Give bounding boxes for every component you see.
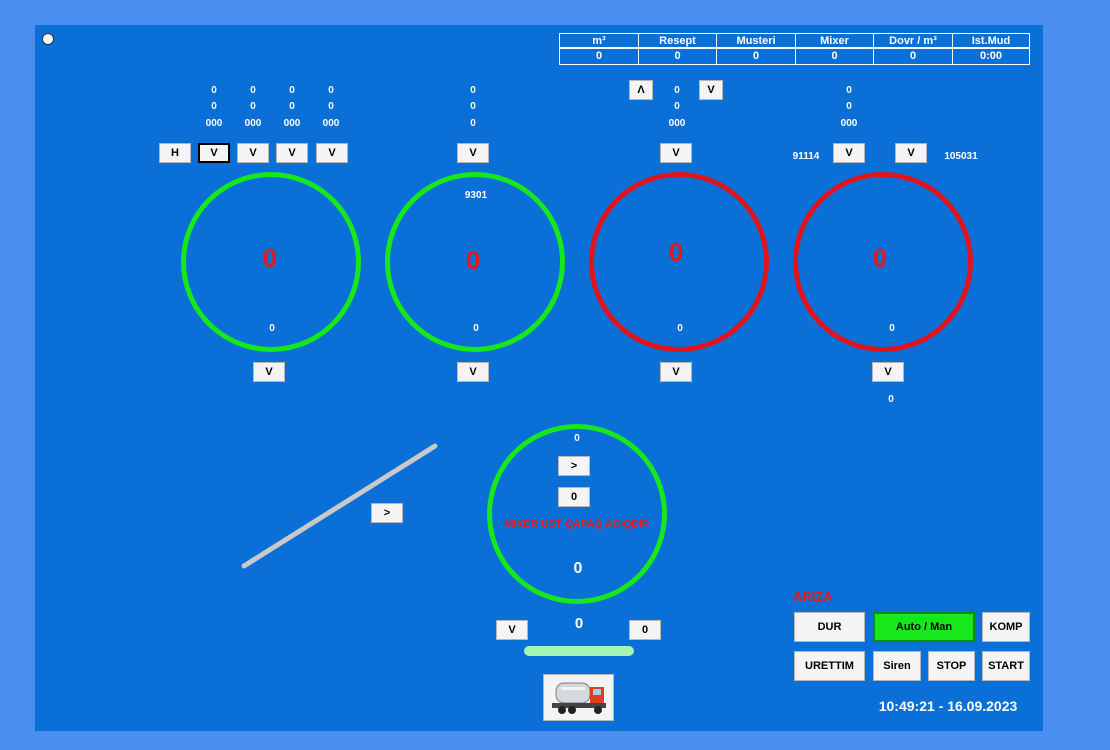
bin1-gate3-button[interactable]: V	[276, 143, 308, 163]
bin3-weight-value: 0	[668, 237, 684, 267]
bin4-gate2-button[interactable]: V	[895, 143, 927, 163]
bin1-col3-v3: 000	[283, 118, 301, 129]
mixer-discharge-bar	[524, 646, 634, 656]
siren-button[interactable]: Siren	[873, 651, 921, 681]
conveyor-belt	[241, 443, 438, 569]
header-val-m3: 0	[560, 49, 639, 64]
auto-man-toggle[interactable]: Auto / Man	[873, 612, 975, 642]
bin1-col2-v3: 000	[244, 118, 262, 129]
mixer-count-button[interactable]: 0	[558, 487, 590, 507]
header-col-mixer: Mixer	[796, 34, 874, 49]
mixer-discharge-button[interactable]: V	[496, 620, 528, 640]
bin3-stat2: 0	[674, 101, 680, 112]
header-val-mixer: 0	[796, 49, 874, 64]
bin4-weight-value: 0	[872, 243, 888, 273]
bin1-gate4-button[interactable]: V	[316, 143, 348, 163]
bin1-col2-v2: 0	[250, 101, 256, 112]
mixer-arrow-button[interactable]: >	[558, 456, 590, 476]
header-col-resept: Resept	[639, 34, 717, 49]
bin2-weight-target: 9301	[464, 190, 488, 201]
bin4-stat2: 0	[846, 101, 852, 112]
bin1-weight-value: 0	[262, 243, 278, 273]
urettim-button[interactable]: URETTIM	[794, 651, 865, 681]
bin2-weight-value: 0	[465, 245, 481, 275]
bin1-col3-v2: 0	[289, 101, 295, 112]
mixer-top-value: 0	[574, 433, 580, 444]
bin3-bottom-value: 0	[677, 323, 683, 334]
bin4-right-count: 105031	[944, 151, 978, 162]
bin2-scale-ring	[385, 172, 565, 352]
bin4-gate-button[interactable]: V	[833, 143, 865, 163]
bin2-stat3: 0	[470, 118, 476, 129]
bin3-discharge-button[interactable]: V	[660, 362, 692, 382]
bin4-stat1: 0	[846, 85, 852, 96]
bin1-col2-v1: 0	[250, 85, 256, 96]
bin1-col1-v3: 000	[205, 118, 223, 129]
bin4-discharge-button[interactable]: V	[872, 362, 904, 382]
bin4-bottom-value: 0	[889, 323, 895, 334]
bin1-gate2-button[interactable]: V	[237, 143, 269, 163]
komp-button[interactable]: KOMP	[982, 612, 1030, 642]
bin1-col1-v2: 0	[211, 101, 217, 112]
mixer-warning-text: MIXER UST QAPAQ ACIQDIR	[504, 518, 650, 530]
bin2-stat1: 0	[470, 85, 476, 96]
bin3-stat3: 000	[668, 118, 686, 129]
bin4-scale-ring	[793, 172, 973, 352]
header-val-musteri: 0	[717, 49, 796, 64]
bin3-up-button[interactable]: Λ	[629, 80, 653, 100]
start-button[interactable]: START	[982, 651, 1030, 681]
mixer-value: 0	[573, 560, 583, 577]
bin2-gate-button[interactable]: V	[457, 143, 489, 163]
header-col-dovr: Dovr / m³	[874, 34, 953, 49]
bin3-stat1: 0	[674, 85, 680, 96]
mixer-ring	[487, 424, 667, 604]
bin1-col3-v1: 0	[289, 85, 295, 96]
bin3-scale-ring	[589, 172, 769, 352]
header-col-m3: m³	[560, 34, 639, 49]
bin1-col1-v1: 0	[211, 85, 217, 96]
bin2-stat2: 0	[470, 101, 476, 112]
mixer-truck-icon	[552, 682, 606, 714]
bin4-stat3: 000	[840, 118, 858, 129]
header-val-resept: 0	[639, 49, 717, 64]
datetime-display: 10:49:21 - 16.09.2023	[878, 698, 1018, 714]
bin1-gate1-button[interactable]: V	[198, 143, 230, 163]
stop-button[interactable]: STOP	[928, 651, 975, 681]
bin4-left-count: 91114	[792, 151, 820, 162]
bin1-bottom-value: 0	[269, 323, 275, 334]
header-col-istmud: Ist.Mud	[953, 34, 1029, 49]
mixer-discharge-value: 0	[574, 615, 584, 632]
bin1-discharge-button[interactable]: V	[253, 362, 285, 382]
bin1-col4-v3: 000	[322, 118, 340, 129]
bin2-discharge-button[interactable]: V	[457, 362, 489, 382]
bin3-down-button[interactable]: V	[699, 80, 723, 100]
ariza-label: ARIZA	[793, 589, 833, 604]
bin1-scale-ring	[181, 172, 361, 352]
bin1-col4-v2: 0	[328, 101, 334, 112]
bin1-h-button[interactable]: H	[159, 143, 191, 163]
header-col-musteri: Musteri	[717, 34, 796, 49]
production-summary-table: m³ Resept Musteri Mixer Dovr / m³ Ist.Mu…	[559, 33, 1030, 65]
conveyor-run-button[interactable]: >	[371, 503, 403, 523]
header-val-dovr: 0	[874, 49, 953, 64]
mixer-truck-button[interactable]	[543, 674, 614, 721]
dur-button[interactable]: DUR	[794, 612, 865, 642]
header-val-istmud: 0:00	[979, 50, 1003, 62]
bin1-col4-v1: 0	[328, 85, 334, 96]
bin3-gate-button[interactable]: V	[660, 143, 692, 163]
bin4-out-value: 0	[888, 394, 894, 405]
status-indicator-icon	[42, 33, 54, 45]
mixer-right-button[interactable]: 0	[629, 620, 661, 640]
bin2-bottom-value: 0	[473, 323, 479, 334]
